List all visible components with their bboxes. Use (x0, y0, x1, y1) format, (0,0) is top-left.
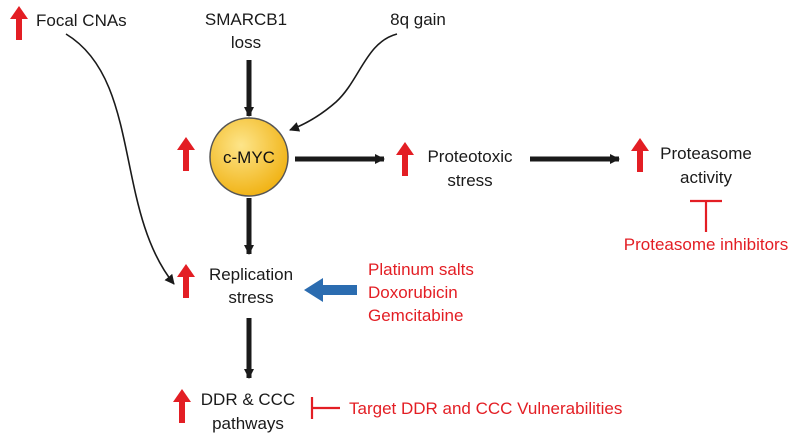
proteasome-increase-icon (631, 138, 649, 172)
smarcb1-loss-label: loss (231, 33, 261, 52)
ddr-pathways-label: pathways (212, 414, 284, 433)
cmyc-node (209, 117, 289, 197)
focal-cnas-label: Focal CNAs (36, 11, 127, 30)
8q-gain-label: 8q gain (390, 10, 446, 29)
8q-gain-to-cmyc-arrow (289, 33, 398, 132)
replication-stress-label: stress (228, 288, 273, 307)
ddr-ccc-label: DDR & CCC (201, 390, 295, 409)
focal-cnas-increase-icon (10, 6, 28, 40)
cmyc-increase-icon (177, 137, 195, 171)
proteasome-label: Proteasome (660, 144, 752, 163)
cmyc-label: c-MYC (223, 148, 275, 167)
proteotoxic-increase-icon (396, 142, 414, 176)
proteotoxic-label: Proteotoxic (427, 147, 513, 166)
proteasome-inhibition-icon (690, 199, 722, 232)
proteotoxic-stress-label: stress (447, 171, 492, 190)
ddr-increase-icon (173, 389, 191, 423)
focal-cnas-to-replication-arrow (65, 33, 175, 285)
smarcb1-label: SMARCB1 (205, 10, 287, 29)
platinum-salts-label: Platinum salts (368, 260, 474, 279)
replication-label: Replication (209, 265, 293, 284)
proteasome-activity-label: activity (680, 168, 732, 187)
target-ddr-ccc-label: Target DDR and CCC Vulnerabilities (349, 399, 622, 418)
replication-increase-icon (177, 264, 195, 298)
gemcitabine-label: Gemcitabine (368, 306, 463, 325)
proteasome-inhibitors-label: Proteasome inhibitors (624, 235, 788, 254)
doxorubicin-label: Doxorubicin (368, 283, 458, 302)
chemotherapy-arrow (304, 278, 357, 302)
ddr-inhibition-icon (310, 397, 340, 419)
